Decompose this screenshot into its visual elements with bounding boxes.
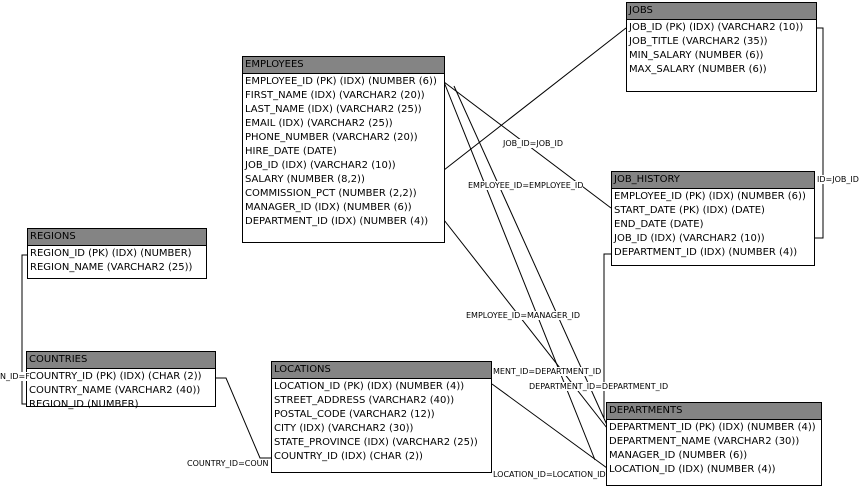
column-row: COUNTRY_ID (PK) (IDX) (CHAR (2)) xyxy=(29,371,202,382)
column-row: DEPARTMENT_ID (IDX) (NUMBER (4)) xyxy=(614,247,798,258)
column-row: JOB_TITLE (VARCHAR2 (35)) xyxy=(629,36,768,47)
column-row: SALARY (NUMBER (8,2)) xyxy=(245,174,365,185)
table-header: REGIONS xyxy=(28,229,206,246)
column-row: JOB_ID (IDX) (VARCHAR2 (10)) xyxy=(614,233,765,244)
table-departments[interactable]: DEPARTMENTS DEPARTMENT_ID (PK) (IDX) (NU… xyxy=(606,402,822,486)
column-row: POSTAL_CODE (VARCHAR2 (12)) xyxy=(274,409,435,420)
column-row: STATE_PROVINCE (IDX) (VARCHAR2 (25)) xyxy=(274,437,478,448)
edge-jobhistory-departments xyxy=(603,253,611,418)
column-row: END_DATE (DATE) xyxy=(614,219,704,230)
table-locations[interactable]: LOCATIONS LOCATION_ID (PK) (IDX) (NUMBER… xyxy=(271,361,492,473)
relationship-label: LOCATION_ID=LOCATION_ID xyxy=(493,470,606,479)
table-countries[interactable]: COUNTRIES COUNTRY_ID (PK) (IDX) (CHAR (2… xyxy=(26,351,216,410)
table-header: JOBS xyxy=(627,3,816,20)
edge-departments-locations xyxy=(491,383,608,469)
column-row: EMPLOYEE_ID (PK) (IDX) (NUMBER (6)) xyxy=(245,76,437,87)
column-row: EMAIL (IDX) (VARCHAR2 (25)) xyxy=(245,118,393,129)
table-job-history[interactable]: JOB_HISTORY EMPLOYEE_ID (PK) (IDX) (NUMB… xyxy=(611,171,815,266)
relationship-label: EMPLOYEE_ID=EMPLOYEE_ID xyxy=(468,181,584,190)
table-header: JOB_HISTORY xyxy=(612,172,814,189)
column-row: HIRE_DATE (DATE) xyxy=(245,146,337,157)
relationship-label: DEPARTMENT_ID=DEPARTMENT_ID xyxy=(529,382,669,391)
column-row: LAST_NAME (IDX) (VARCHAR2 (25)) xyxy=(245,104,422,115)
column-row: COUNTRY_NAME (VARCHAR2 (40)) xyxy=(29,385,201,396)
table-header: EMPLOYEES xyxy=(243,57,444,74)
relationship-label: N_ID=F xyxy=(0,372,30,381)
edge-employees-departments-dept xyxy=(443,219,608,429)
column-row: EMPLOYEE_ID (PK) (IDX) (NUMBER (6)) xyxy=(614,191,806,202)
table-employees[interactable]: EMPLOYEES EMPLOYEE_ID (PK) (IDX) (NUMBER… xyxy=(242,56,445,243)
column-row: PHONE_NUMBER (VARCHAR2 (20)) xyxy=(245,132,418,143)
relationship-label: COUNTRY_ID=COUN xyxy=(187,459,269,468)
column-row: CITY (IDX) (VARCHAR2 (30)) xyxy=(274,423,414,434)
column-row: REGION_ID (NUMBER) xyxy=(29,399,139,410)
column-row: REGION_ID (PK) (IDX) (NUMBER) xyxy=(30,248,192,259)
column-row: LOCATION_ID (IDX) (NUMBER (4)) xyxy=(609,464,776,475)
table-header: DEPARTMENTS xyxy=(607,403,821,420)
column-row: MIN_SALARY (NUMBER (6)) xyxy=(629,50,764,61)
edge-employees-jobs xyxy=(443,27,627,171)
column-row: DEPARTMENT_ID (IDX) (NUMBER (4)) xyxy=(245,216,429,227)
table-jobs[interactable]: JOBS JOB_ID (PK) (IDX) (VARCHAR2 (10)) J… xyxy=(626,2,817,92)
table-header: LOCATIONS xyxy=(272,362,491,379)
column-row: DEPARTMENT_ID (PK) (IDX) (NUMBER (4)) xyxy=(609,422,816,433)
relationship-label: JOB_ID=JOB_ID xyxy=(503,139,564,148)
relationship-label: ID=JOB_ID xyxy=(817,175,859,184)
column-row: MAX_SALARY (NUMBER (6)) xyxy=(629,64,767,75)
table-header: COUNTRIES xyxy=(27,352,215,369)
column-row: REGION_NAME (VARCHAR2 (25)) xyxy=(30,262,193,273)
column-row: JOB_ID (PK) (IDX) (VARCHAR2 (10)) xyxy=(629,22,804,33)
relationship-label: MENT_ID=DEPARTMENT_ID xyxy=(493,367,602,376)
edge-countries-regions xyxy=(21,254,29,405)
column-row: JOB_ID (IDX) (VARCHAR2 (10)) xyxy=(245,160,396,171)
edge-jobhistory-jobs xyxy=(815,27,824,239)
column-row: COMMISSION_PCT (NUMBER (2,2)) xyxy=(245,188,417,199)
relationship-label: EMPLOYEE_ID=MANAGER_ID xyxy=(466,311,581,320)
column-row: COUNTRY_ID (IDX) (CHAR (2)) xyxy=(274,451,423,462)
column-row: MANAGER_ID (NUMBER (6)) xyxy=(609,450,748,461)
edge-employees-departments-manager xyxy=(443,81,596,461)
table-regions[interactable]: REGIONS REGION_ID (PK) (IDX) (NUMBER) RE… xyxy=(27,228,207,279)
edge-locations-countries xyxy=(215,377,271,459)
column-row: LOCATION_ID (PK) (IDX) (NUMBER (4)) xyxy=(274,381,465,392)
column-row: FIRST_NAME (IDX) (VARCHAR2 (20)) xyxy=(245,90,425,101)
column-row: DEPARTMENT_NAME (VARCHAR2 (30)) xyxy=(609,436,800,447)
column-row: STREET_ADDRESS (VARCHAR2 (40)) xyxy=(274,395,455,406)
column-row: START_DATE (PK) (IDX) (DATE) xyxy=(614,205,765,216)
column-row: MANAGER_ID (IDX) (NUMBER (6)) xyxy=(245,202,412,213)
